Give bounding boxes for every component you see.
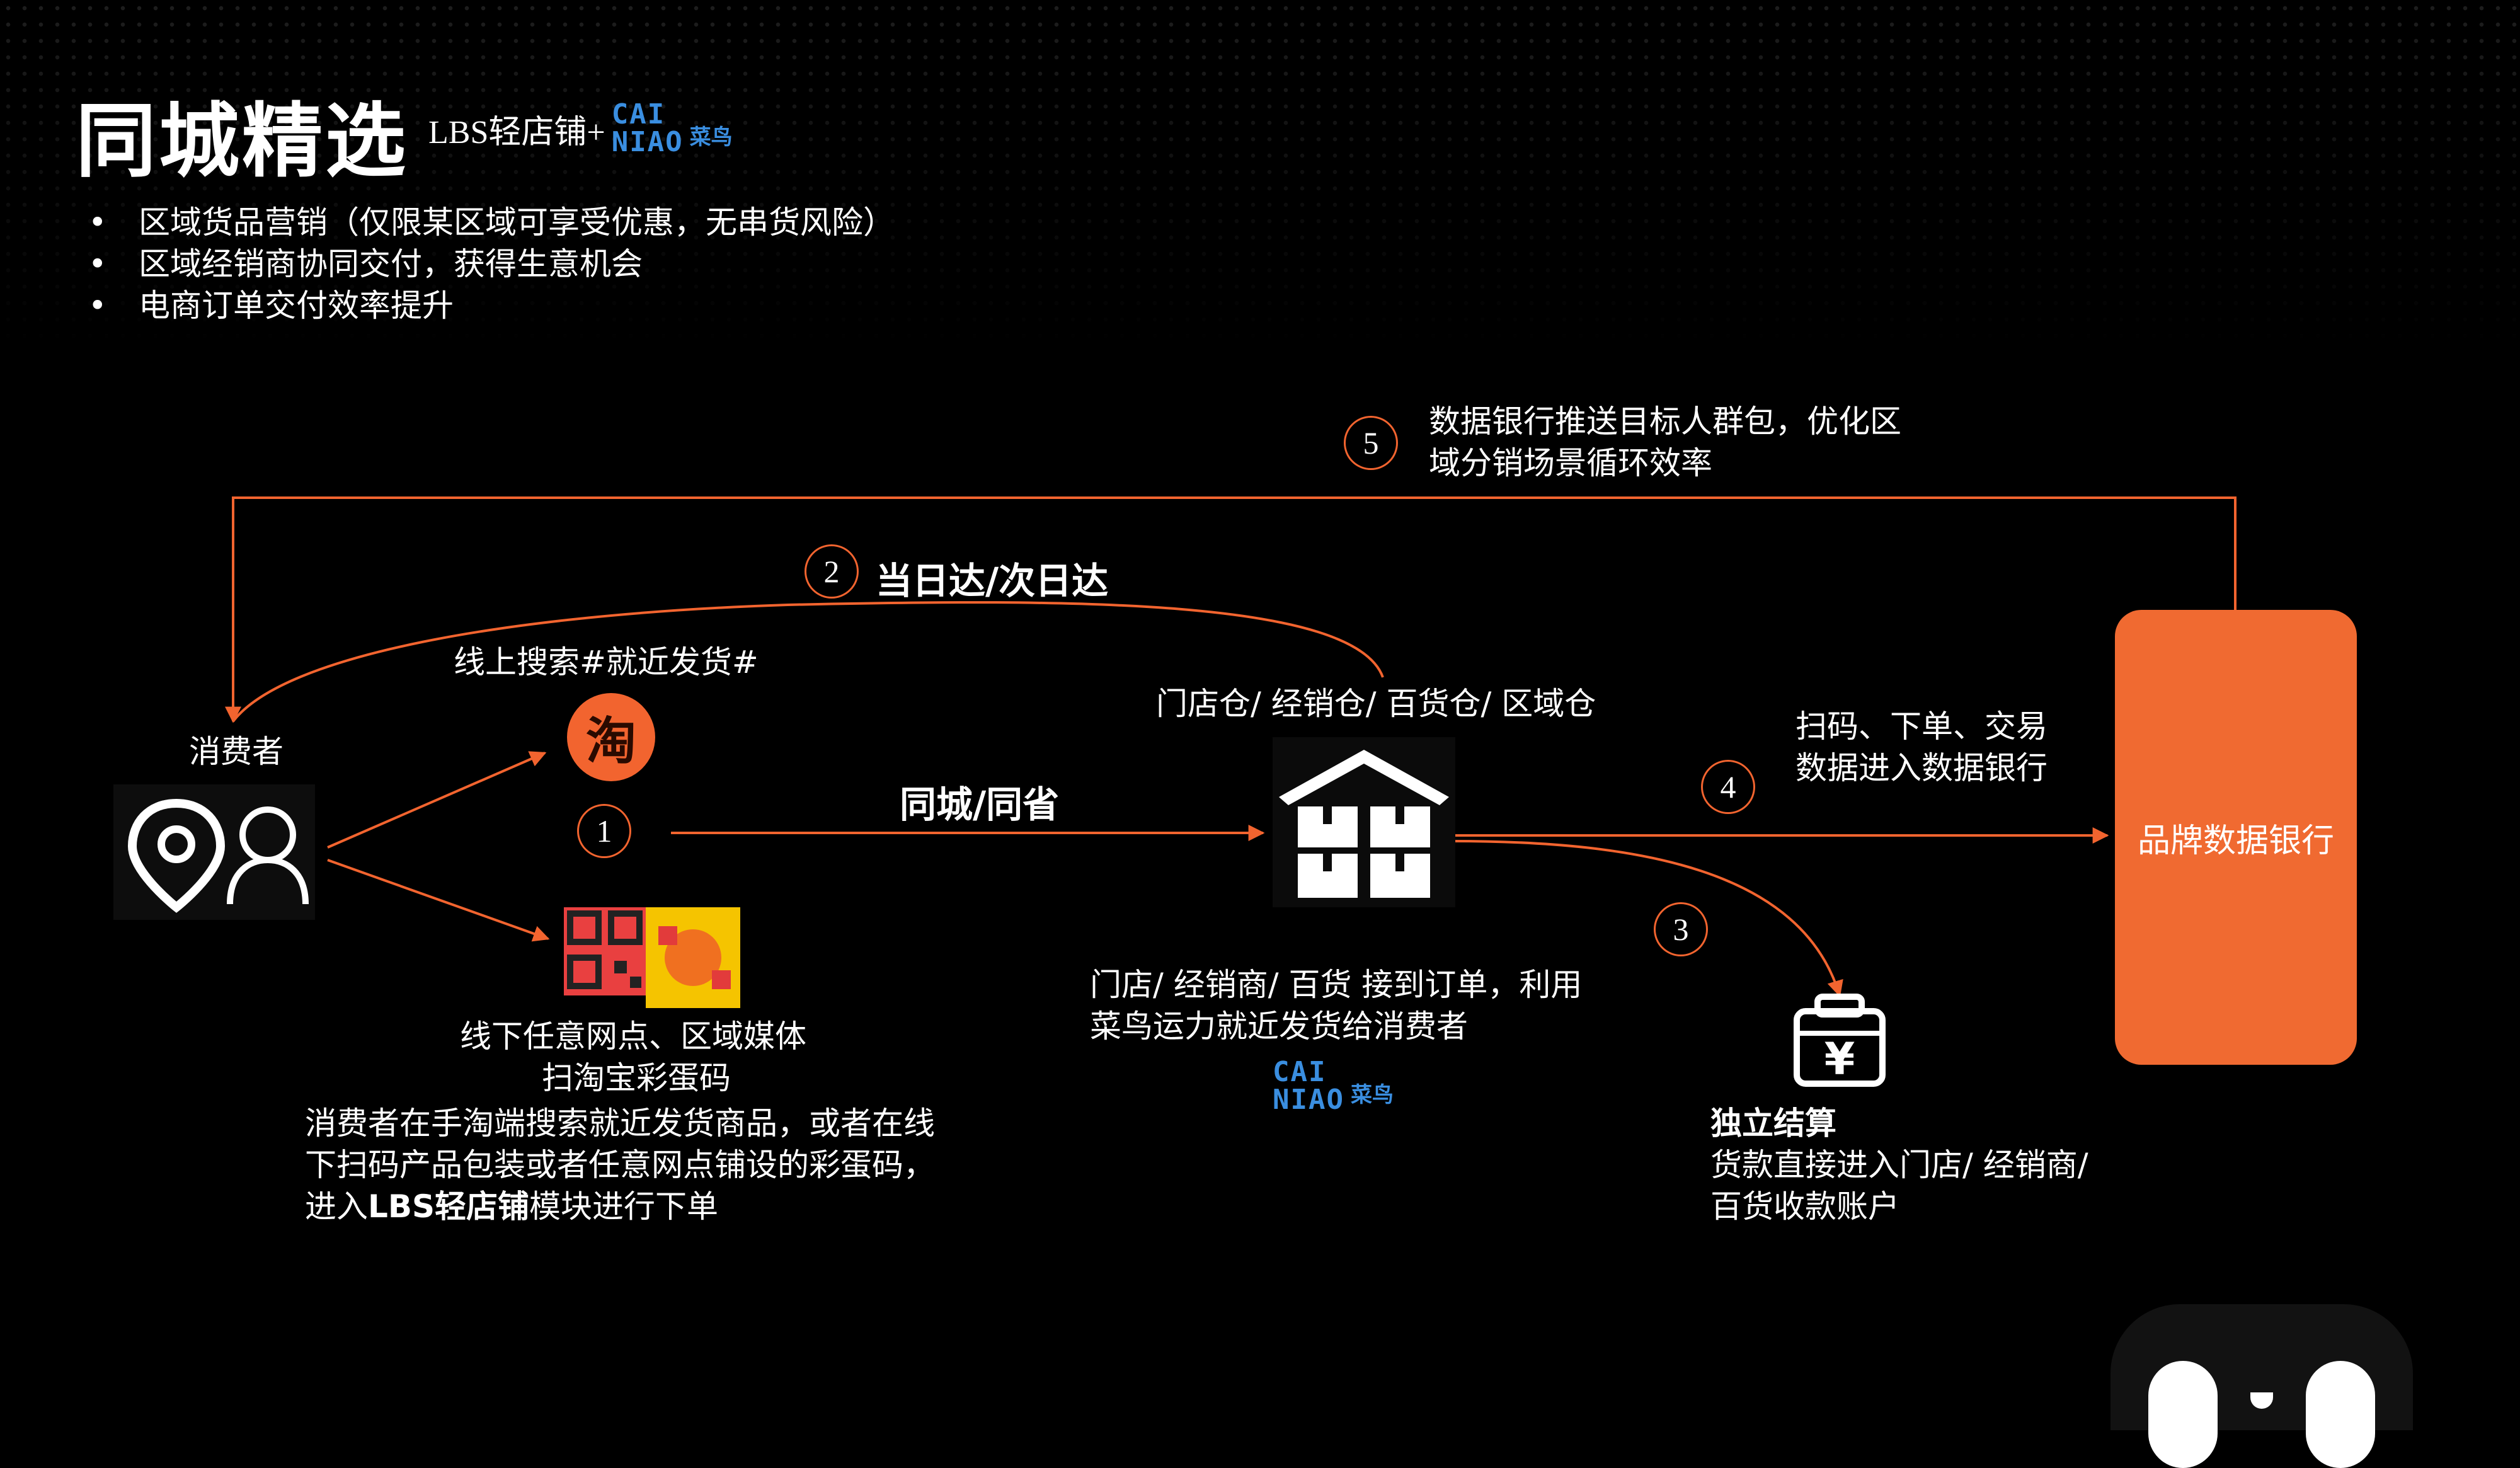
yuan-symbol: ¥ — [1824, 1033, 1855, 1085]
offline-label-2: 扫淘宝彩蛋码 — [542, 1060, 731, 1096]
logo-top-text: CAI — [1273, 1056, 1327, 1088]
subtitle: LBS轻店铺+ — [428, 114, 605, 151]
page-title: 同城精选 — [76, 95, 409, 188]
offline-label-1: 线下任意网点、区域媒体 — [460, 1018, 806, 1055]
settlement-text-2: 百货收款账户 — [1710, 1188, 1899, 1225]
logo-top-text: CAI — [611, 98, 666, 130]
step-5-text-1: 数据银行推送目标人群包，优化区 — [1429, 403, 1901, 440]
consumer-icon — [113, 784, 315, 920]
consumer-label: 消费者 — [189, 733, 284, 770]
step-5-text-2: 域分销场景循环效率 — [1429, 445, 1712, 481]
logo-cn-text: 菜鸟 — [689, 125, 733, 150]
warehouse-desc-1: 门店/ 经销商/ 百货 接到订单，利用 — [1090, 966, 1583, 1003]
step-1-label: 同城/同省 — [900, 783, 1060, 826]
step-3-circle: 3 — [1654, 902, 1708, 956]
online-search-label: 线上搜索#就近发货# — [454, 644, 759, 680]
warehouse-label: 门店仓/ 经销仓/ 百货仓/ 区域仓 — [1156, 685, 1596, 722]
step-4-circle: 4 — [1701, 760, 1755, 814]
step-4-text-2: 数据进入数据银行 — [1796, 750, 2048, 786]
dotted-background — [0, 0, 2520, 353]
logo-bottom-text: NIAO — [611, 126, 684, 158]
step-1-circle: 1 — [577, 804, 631, 858]
bullet-item: • 电商订单交付效率提升 — [88, 285, 895, 326]
logo-bottom-text: NIAO — [1273, 1084, 1344, 1116]
consumer-to-online-line — [327, 751, 547, 849]
warehouse-icon — [1273, 737, 1455, 907]
consumer-desc-1: 消费者在手淘端搜索就近发货商品，或者在线 — [305, 1105, 935, 1142]
location-pin-icon — [127, 798, 226, 913]
step-2-label: 当日达/次日达 — [876, 559, 1109, 602]
bullet-text: 区域货品营销（仅限某区域可享受优惠，无串货风险） — [139, 204, 895, 241]
feedback-loop-line — [225, 496, 2236, 723]
consumer-desc-2: 下扫码产品包装或者任意网点铺设的彩蛋码， — [305, 1147, 935, 1183]
bullet-dot: • — [88, 287, 107, 324]
wallet-icon: ¥ — [1794, 994, 1886, 1087]
consumer-to-offline-line — [327, 859, 550, 942]
bullet-list: • 区域货品营销（仅限某区域可享受优惠，无串货风险） • 区域经销商协同交付，获得生… — [88, 202, 895, 326]
flow-connectors — [225, 496, 2236, 997]
logo-cn-text: 菜鸟 — [1350, 1082, 1394, 1108]
bullet-text: 区域经销商协同交付，获得生意机会 — [139, 246, 643, 282]
bullet-dot: • — [88, 204, 107, 241]
step-2-circle: 2 — [805, 544, 859, 599]
bullet-item: • 区域经销商协同交付，获得生意机会 — [88, 243, 895, 285]
bullet-text: 电商订单交付效率提升 — [139, 287, 454, 324]
tmall-cat-mascot-icon — [2110, 1304, 2413, 1468]
taobao-app-icon: 淘 — [567, 693, 655, 781]
qr-code-icon — [564, 907, 740, 1008]
brand-data-bank: 品牌数据银行 — [2115, 610, 2357, 1065]
bullet-item: • 区域货品营销（仅限某区域可享受优惠，无串货风险） — [88, 202, 895, 243]
step-5-circle: 5 — [1344, 416, 1398, 470]
settlement-text-1: 货款直接进入门店/ 经销商/ — [1710, 1147, 2088, 1183]
warehouse-desc-2: 菜鸟运力就近发货给消费者 — [1090, 1008, 1468, 1045]
delivery-arc-line — [232, 601, 1384, 723]
brand-data-bank-label: 品牌数据银行 — [2137, 822, 2334, 860]
settlement-curve-line — [1452, 840, 1843, 997]
consumer-desc-3: 进入LBS轻店铺模块进行下单 — [305, 1188, 718, 1225]
settlement-title: 独立结算 — [1710, 1105, 1836, 1142]
step-4-text-1: 扫码、下单、交易 — [1796, 708, 2048, 745]
bullet-dot: • — [88, 246, 107, 282]
lbs-store-highlight: LBS轻店铺 — [368, 1188, 529, 1225]
